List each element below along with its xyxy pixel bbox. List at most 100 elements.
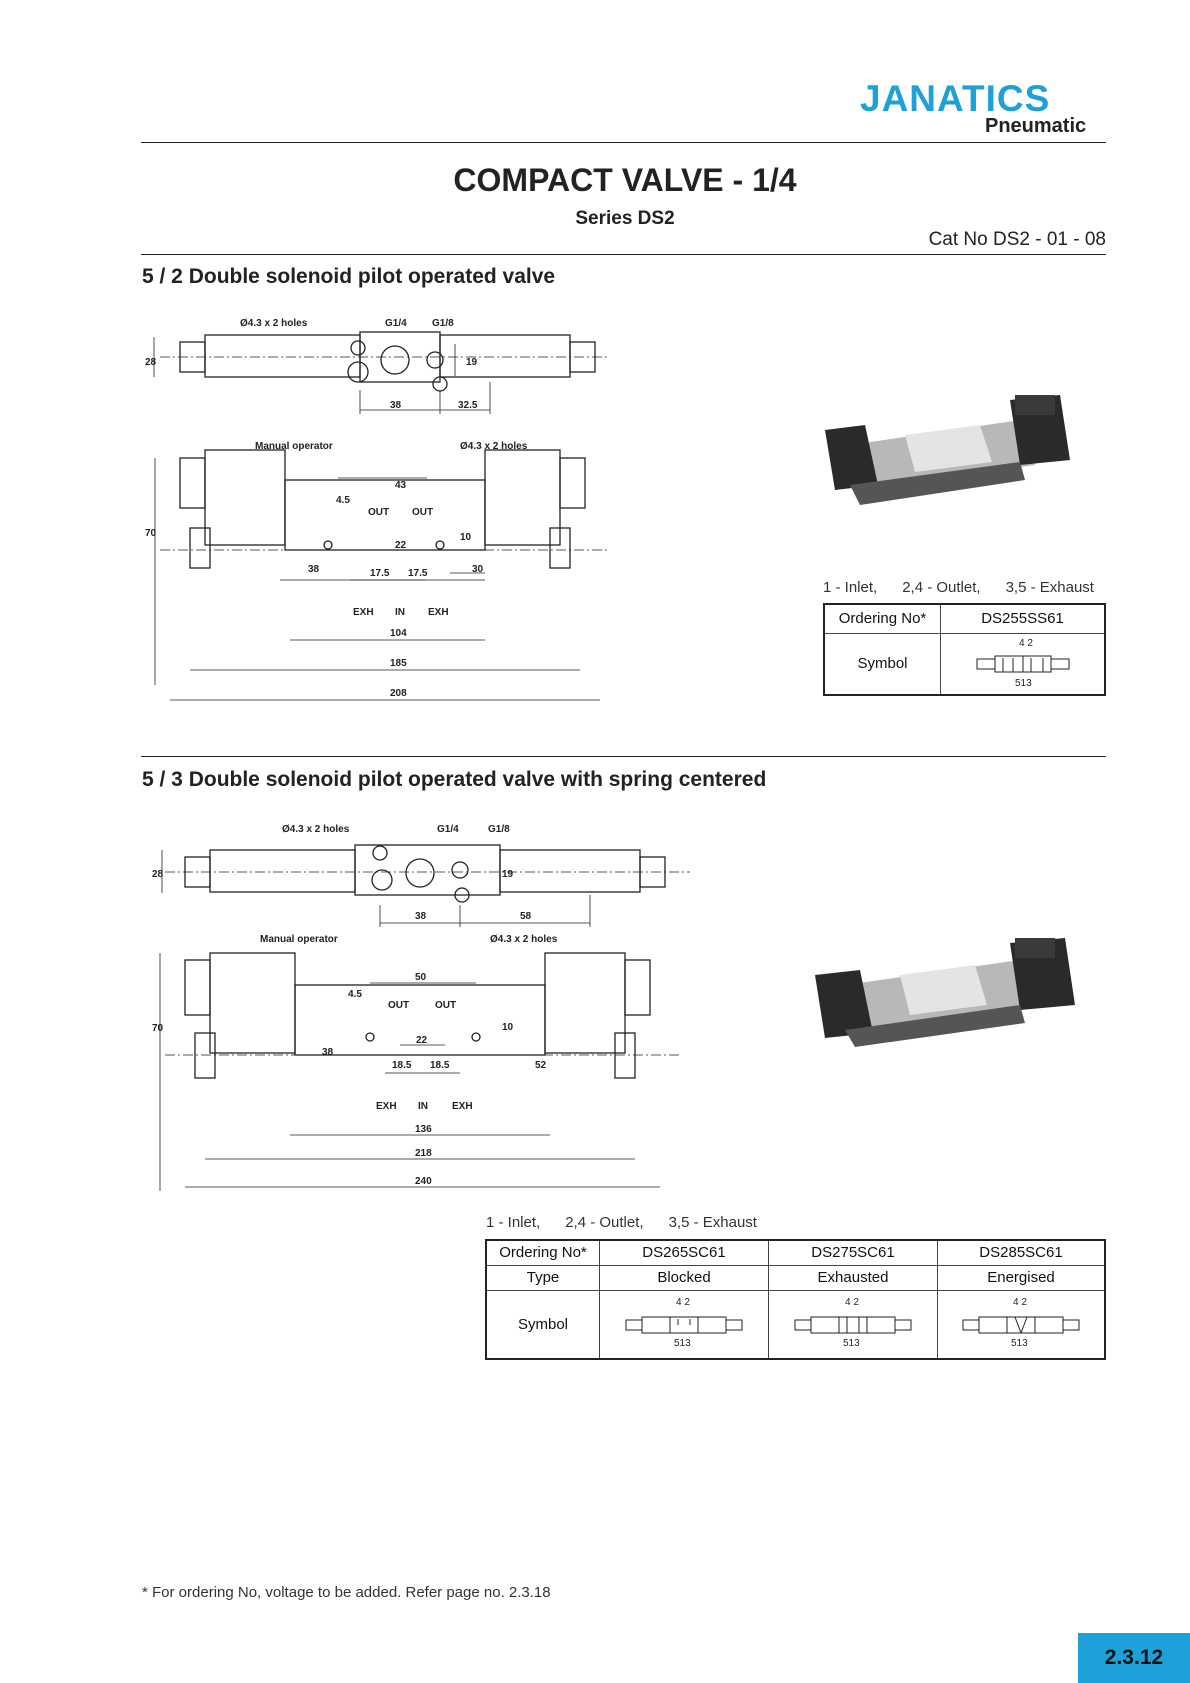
section-1-drawing: Ø4.3 x 2 holes G1/4 G1/8 28 19 38 32.5 M… [145, 318, 610, 701]
type-2: Exhausted [768, 1264, 938, 1291]
label-g14: G1/4 [385, 318, 407, 329]
header-rule [141, 142, 1106, 143]
type-1: Blocked [599, 1264, 769, 1291]
section-2-title: 5 / 3 Double solenoid pilot operated val… [142, 768, 767, 791]
svg-text:4 2: 4 2 [676, 1297, 690, 1308]
ordering-no-label: Ordering No* [485, 1239, 600, 1266]
label-holes-side: Ø4.3 x 2 holes [490, 934, 558, 945]
dim-17-5-b: 17.5 [408, 568, 428, 579]
dim-10: 10 [460, 532, 472, 543]
ordering-no-1: DS265SC61 [599, 1239, 769, 1266]
label-out-1: OUT [388, 1000, 409, 1011]
svg-text:4 2: 4 2 [1019, 638, 1033, 649]
dim-104: 104 [390, 628, 407, 639]
label-g14: G1/4 [437, 824, 459, 835]
section-1-title: 5 / 2 Double solenoid pilot operated val… [142, 265, 556, 288]
label-exh-2: EXH [428, 607, 449, 618]
label-exh-2: EXH [452, 1101, 473, 1112]
label-out-2: OUT [412, 507, 433, 518]
svg-text:513: 513 [843, 1338, 860, 1349]
label-g18: G1/8 [432, 318, 454, 329]
symbol-label: Symbol [485, 1289, 600, 1360]
symbol-label: Symbol [823, 632, 941, 696]
top-view [161, 844, 690, 927]
label-manual-operator: Manual operator [260, 934, 338, 945]
top-view [153, 331, 610, 414]
label-out-1: OUT [368, 507, 389, 518]
svg-text:513: 513 [674, 1338, 691, 1349]
dim-70: 70 [152, 1023, 164, 1034]
dim-38: 38 [415, 911, 427, 922]
brand-logo: JANATICS [860, 78, 1051, 119]
brand-subtitle: Pneumatic [985, 115, 1087, 137]
dim-38-vertical: 38 [322, 1047, 334, 1058]
dim-28: 28 [152, 869, 164, 880]
dim-30: 30 [472, 564, 484, 575]
dim-32-5: 32.5 [458, 400, 478, 411]
dim-208: 208 [390, 688, 407, 699]
dim-70: 70 [145, 528, 157, 539]
label-manual-operator: Manual operator [255, 441, 333, 452]
page-title: COMPACT VALVE - 1/4 [453, 162, 797, 198]
dim-136: 136 [415, 1124, 432, 1135]
section-2-legend: 1 - Inlet, 2,4 - Outlet, 3,5 - Exhaust [486, 1214, 757, 1231]
dim-52: 52 [535, 1060, 547, 1071]
label-holes-top: Ø4.3 x 2 holes [240, 318, 308, 329]
svg-text:513: 513 [1015, 678, 1032, 689]
dim-58: 58 [520, 911, 532, 922]
side-view [159, 952, 680, 1191]
dim-38: 38 [390, 400, 402, 411]
dim-18-5-a: 18.5 [392, 1060, 412, 1071]
label-g18: G1/8 [488, 824, 510, 835]
section-1-table: Ordering No* DS255SS61 Symbol 4 2 513 [823, 603, 1106, 696]
dim-4-5: 4.5 [336, 495, 350, 506]
dim-218: 218 [415, 1148, 432, 1159]
dim-19: 19 [466, 357, 478, 368]
label-in: IN [418, 1101, 428, 1112]
dim-19: 19 [502, 869, 514, 880]
type-3: Energised [937, 1264, 1106, 1291]
section-2-drawing: Ø4.3 x 2 holes G1/4 G1/8 28 19 38 58 Man… [152, 824, 690, 1191]
title-rule [141, 254, 1106, 255]
valve-symbol-1: 4 2 513 [940, 632, 1106, 696]
valve-photo-2 [815, 938, 1075, 1047]
footnote: * For ordering No, voltage to be added. … [142, 1584, 551, 1601]
ordering-no-2: DS275SC61 [768, 1239, 938, 1266]
valve-symbol-exhausted: 4 2 513 [768, 1289, 938, 1360]
svg-text:4 2: 4 2 [1013, 1297, 1027, 1308]
ordering-no-3: DS285SC61 [937, 1239, 1106, 1266]
dim-10: 10 [502, 1022, 514, 1033]
dim-50: 50 [415, 972, 427, 983]
label-in: IN [395, 607, 405, 618]
side-view [154, 449, 610, 701]
ordering-no-label: Ordering No* [823, 603, 941, 634]
svg-text:4 2: 4 2 [845, 1297, 859, 1308]
label-holes-top: Ø4.3 x 2 holes [282, 824, 350, 835]
page-number: 2.3.12 [1078, 1633, 1190, 1683]
label-exh-1: EXH [376, 1101, 397, 1112]
dim-22: 22 [395, 540, 407, 551]
valve-photo-1 [825, 395, 1070, 505]
label-exh-1: EXH [353, 607, 374, 618]
dim-22: 22 [416, 1035, 428, 1046]
page-subtitle: Series DS2 [575, 208, 675, 229]
section-2-table: Ordering No* DS265SC61 DS275SC61 DS285SC… [485, 1239, 1106, 1360]
section-1-legend: 1 - Inlet, 2,4 - Outlet, 3,5 - Exhaust [823, 579, 1094, 596]
dim-28: 28 [145, 357, 157, 368]
dim-17-5-a: 17.5 [370, 568, 390, 579]
section-divider [141, 756, 1106, 757]
type-label: Type [485, 1264, 600, 1291]
dim-240: 240 [415, 1176, 432, 1187]
valve-symbol-blocked: 4 2 513 [599, 1289, 769, 1360]
svg-text:513: 513 [1011, 1338, 1028, 1349]
label-out-2: OUT [435, 1000, 456, 1011]
catalog-number: Cat No DS2 - 01 - 08 [928, 229, 1106, 250]
dim-38-vertical: 38 [308, 564, 320, 575]
valve-symbol-energised: 4 2 513 [937, 1289, 1106, 1360]
dim-43: 43 [395, 480, 407, 491]
dim-4-5: 4.5 [348, 989, 362, 1000]
dim-185: 185 [390, 658, 407, 669]
ordering-no-value: DS255SS61 [940, 603, 1106, 634]
dim-18-5-b: 18.5 [430, 1060, 450, 1071]
label-holes-side: Ø4.3 x 2 holes [460, 441, 528, 452]
